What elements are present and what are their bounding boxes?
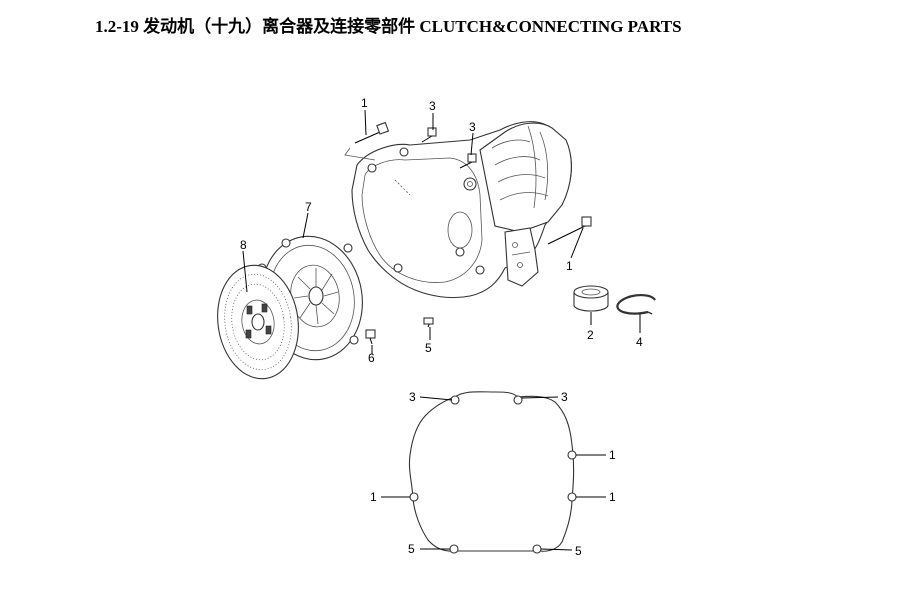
bolt-top-left <box>354 121 390 144</box>
callout-3-top-a: 3 <box>429 99 436 113</box>
callouts: 1 3 3 7 8 1 2 4 5 6 3 3 1 1 1 5 5 <box>240 96 643 558</box>
callout-2: 2 <box>587 328 594 342</box>
callout-gasket-5-right: 5 <box>575 544 582 558</box>
callout-gasket-1-right-top: 1 <box>609 448 616 462</box>
callout-8: 8 <box>240 238 247 252</box>
page-title: 1.2-19 发动机（十九）离合器及连接零部件 CLUTCH&CONNECTIN… <box>95 17 682 36</box>
callout-gasket-1-right-bottom: 1 <box>609 490 616 504</box>
callout-1-top: 1 <box>361 96 368 110</box>
callout-7: 7 <box>305 200 312 214</box>
leader-lines <box>242 109 641 551</box>
bolt-small-6 <box>365 329 376 345</box>
mounting-bracket <box>504 227 539 287</box>
callout-gasket-3-left: 3 <box>409 390 416 404</box>
callout-gasket-3-right: 3 <box>561 390 568 404</box>
callout-gasket-5-left: 5 <box>408 542 415 556</box>
snap-ring <box>616 294 656 315</box>
bolt-bottom <box>423 317 434 328</box>
gasket-outline <box>408 391 577 554</box>
bolt-top-right <box>459 153 477 169</box>
callout-gasket-1-left: 1 <box>370 490 377 504</box>
release-bearing <box>573 285 609 312</box>
bolt-top-mid <box>421 127 437 143</box>
callout-5: 5 <box>425 341 432 355</box>
bolt-right-long <box>547 216 592 245</box>
clutch-disc <box>217 264 299 380</box>
callout-3-top-b: 3 <box>469 120 476 134</box>
callout-6: 6 <box>368 351 375 365</box>
callout-1-right: 1 <box>566 259 573 273</box>
callout-4: 4 <box>636 335 643 349</box>
